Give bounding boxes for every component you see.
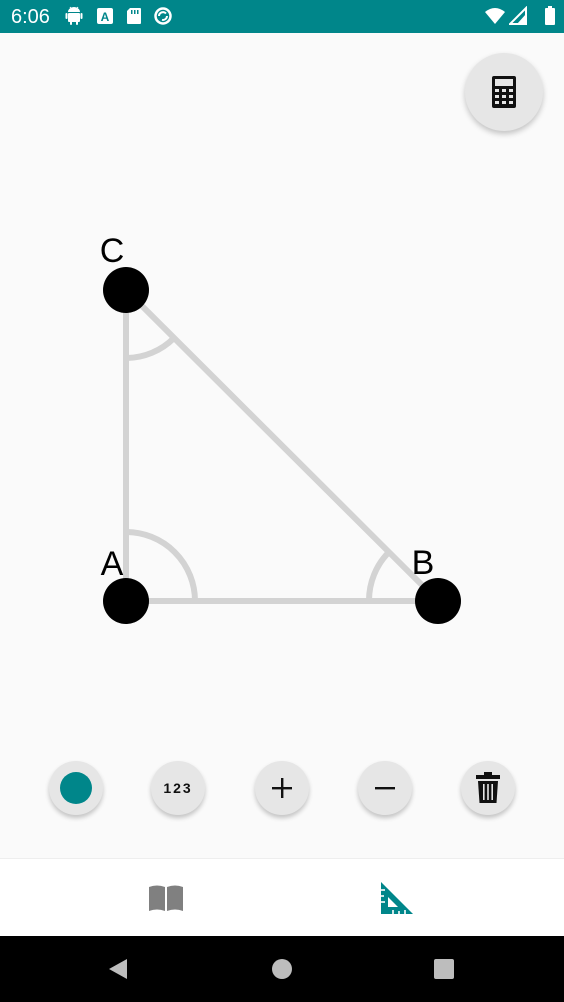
plus-icon: [272, 778, 292, 798]
vertex-label-c: C: [100, 232, 125, 270]
font-a-icon: A: [97, 8, 113, 24]
wifi-icon: [485, 8, 505, 24]
drawing-canvas[interactable]: C A B: [0, 33, 564, 858]
color-picker-button[interactable]: [49, 761, 103, 815]
vertex-point-a[interactable]: [103, 578, 149, 624]
sync-circle-icon: [154, 7, 172, 25]
set-square-icon: [381, 882, 413, 914]
back-icon[interactable]: [107, 958, 129, 980]
add-button[interactable]: [255, 761, 309, 815]
trash-icon: [476, 772, 500, 803]
system-navigation-bar: [0, 936, 564, 1002]
side-bc: [123, 287, 441, 604]
delete-button[interactable]: [461, 761, 515, 815]
angle-arc-c: [125, 335, 177, 361]
minus-icon: [375, 787, 395, 790]
nav-item-book[interactable]: [25, 859, 307, 937]
battery-icon: [545, 6, 555, 25]
vertex-point-c[interactable]: [103, 267, 149, 313]
book-icon: [149, 885, 183, 911]
signal-icon: [509, 6, 527, 25]
angle-arc-a: [125, 529, 198, 602]
show-numbers-button[interactable]: 123: [151, 761, 205, 815]
svg-text:A: A: [101, 10, 110, 24]
status-bar: 6:06 A: [0, 0, 564, 33]
show-numbers-label: 123: [163, 780, 193, 796]
home-icon[interactable]: [271, 958, 293, 980]
nav-item-geometry[interactable]: [256, 859, 538, 937]
angle-arc-b: [365, 549, 392, 602]
sd-card-icon: [127, 8, 141, 24]
vertex-label-b: B: [412, 544, 435, 582]
status-icons-right: [484, 6, 564, 26]
calculator-icon: [492, 76, 516, 108]
vertex-label-a: A: [101, 545, 124, 583]
remove-button[interactable]: [358, 761, 412, 815]
triangle-figure: C A B: [100, 232, 461, 624]
status-time: 6:06: [11, 6, 50, 28]
vertex-point-b[interactable]: [415, 578, 461, 624]
android-icon: [65, 6, 83, 25]
recents-icon[interactable]: [434, 959, 454, 979]
calculator-button[interactable]: [465, 53, 543, 131]
bottom-navigation: [0, 858, 564, 937]
color-dot-icon: [60, 772, 92, 804]
